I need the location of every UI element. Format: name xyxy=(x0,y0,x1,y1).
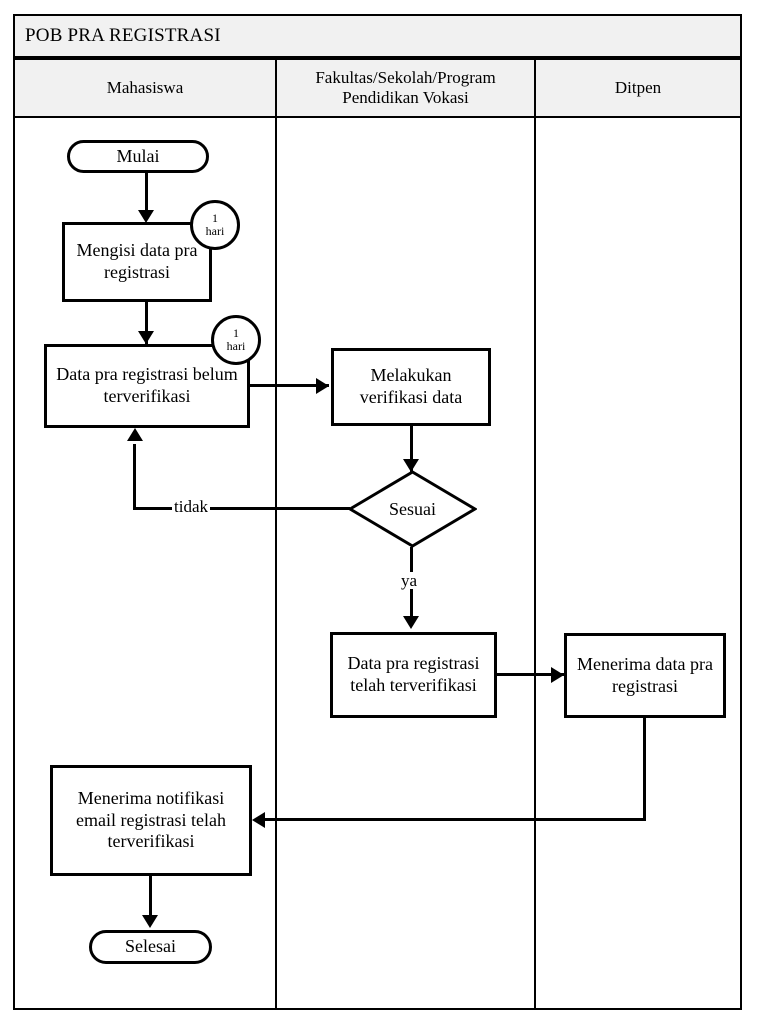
node-melakukan-verifikasi-data[interactable]: Melakukan verifikasi data xyxy=(331,348,491,426)
edge-label-tidak: tidak xyxy=(172,497,210,516)
badge-unit: hari xyxy=(226,339,246,353)
node-data-pra-registrasi-telah-terverifikasi[interactable]: Data pra registrasi telah terverifikasi xyxy=(330,632,497,718)
arrowhead-notifikasi-to-selesai xyxy=(142,915,158,928)
edge-telah-verif-to-terima-data xyxy=(496,673,564,676)
lane-header-ditpen: Ditpen xyxy=(614,77,662,97)
edge-terima-data-horizontal xyxy=(265,818,646,821)
badge-duration-belum-terverifikasi: 1 hari xyxy=(211,315,261,365)
diagram-title-bar: POB PRA REGISTRASI xyxy=(13,14,742,58)
badge-value: 1 xyxy=(212,211,218,226)
arrowhead-belum-verif-to-verifikasi xyxy=(316,378,329,394)
edge-label-ya: ya xyxy=(399,571,420,590)
node-decision-sesuai[interactable]: Sesuai xyxy=(348,470,477,548)
edge-sesuai-tidak-horizontal xyxy=(133,507,350,510)
arrowhead-start-to-isi-data xyxy=(138,210,154,223)
arrowhead-tidak-to-belum-verif xyxy=(127,428,143,441)
page-title: POB PRA REGISTRASI xyxy=(25,24,221,46)
arrowhead-to-terima-notifikasi xyxy=(252,812,265,828)
node-data-pra-registrasi-belum-terverifikasi[interactable]: Data pra registrasi belum terverifikasi xyxy=(44,344,250,428)
node-end-selesai[interactable]: Selesai xyxy=(89,930,212,964)
arrowhead-isi-data-to-belum-verif xyxy=(138,331,154,344)
arrowhead-telah-verif-to-terima-data xyxy=(551,667,564,683)
node-menerima-data-pra-registrasi[interactable]: Menerima data pra registrasi xyxy=(564,633,726,718)
lane-divider-1 xyxy=(275,118,277,1010)
node-mengisi-data-pra-registrasi[interactable]: Mengisi data pra registrasi xyxy=(62,222,212,302)
badge-value: 1 xyxy=(233,326,239,341)
edge-start-to-isi-data xyxy=(145,173,148,217)
lane-header-fakultas: Fakultas/Sekolah/Program Pendidikan Voka… xyxy=(277,60,536,116)
edge-verifikasi-to-sesuai xyxy=(410,426,413,474)
lane-header-mahasiswa: Mahasiswa xyxy=(15,60,277,116)
node-menerima-notifikasi-email[interactable]: Menerima notifikasi email registrasi tel… xyxy=(50,765,252,876)
arrowhead-ya-to-telah-verif xyxy=(403,616,419,629)
edge-terima-data-vertical xyxy=(643,717,646,820)
decision-label: Sesuai xyxy=(389,498,436,519)
edge-sesuai-tidak-vertical xyxy=(133,444,136,509)
badge-unit: hari xyxy=(205,224,225,238)
arrowhead-verifikasi-to-sesuai xyxy=(403,459,419,472)
node-start-mulai[interactable]: Mulai xyxy=(67,140,209,173)
badge-duration-mengisi-data: 1 hari xyxy=(190,200,240,250)
lane-divider-2 xyxy=(534,118,536,1010)
edge-belum-verif-to-verifikasi xyxy=(249,384,329,387)
edge-isi-data-to-belum-verif xyxy=(145,302,148,344)
lane-header-row: Mahasiswa Fakultas/Sekolah/Program Pendi… xyxy=(13,58,742,118)
edge-notifikasi-to-selesai xyxy=(149,876,152,921)
